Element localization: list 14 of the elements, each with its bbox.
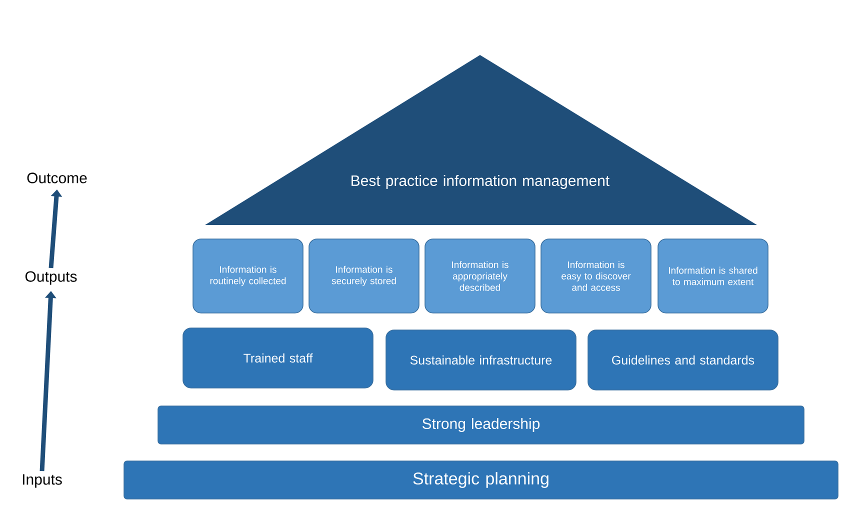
foundation-bar: Strong leadership (158, 406, 804, 444)
foundation-bar: Strategic planning (124, 460, 838, 500)
pillar-box: Trained staff (182, 328, 374, 388)
output-box: Information is shared to maximum extent (658, 238, 768, 314)
stage-label: Outputs (25, 271, 77, 285)
roof-triangle: Best practice information management (205, 55, 757, 225)
stage-label: Outcome (27, 172, 87, 184)
output-box: Information is appropriately described (424, 238, 536, 314)
pillar-box: Guidelines and standards (588, 330, 778, 390)
pillar-box: Sustainable infrastructure (386, 330, 576, 390)
output-box: Information is securely stored (308, 238, 420, 314)
stage-label: Inputs (22, 474, 62, 488)
output-box: Information is routinely collected (192, 238, 304, 314)
output-box: Information is easy to discover and access (540, 238, 652, 314)
